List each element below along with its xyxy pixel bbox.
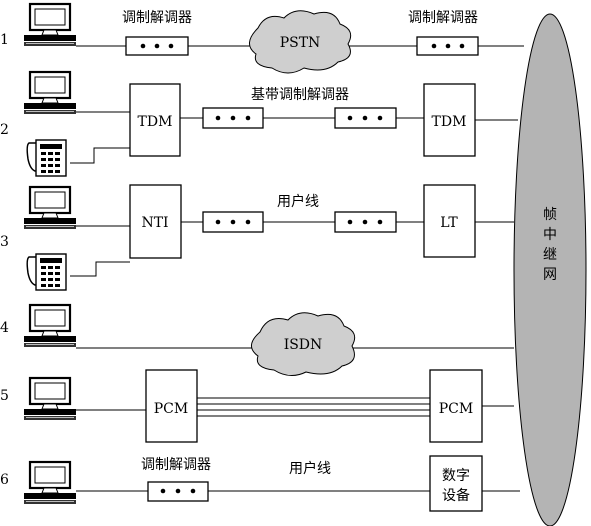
row-4: 4 ISDN [0, 303, 514, 376]
box-label: PCM [439, 401, 473, 417]
computer-icon [22, 70, 78, 116]
row-3: 3 NTI 用户线 LT [0, 184, 514, 291]
network-char-2: 中 [543, 227, 557, 243]
row-number: 2 [0, 122, 9, 138]
modem-label: 调制解调器 [408, 10, 478, 26]
box-label: TDM [138, 114, 173, 130]
computer-icon [22, 185, 78, 231]
row-6: 6 调制解调器 用户线 数字 设备 [0, 455, 520, 512]
pstn-cloud [249, 10, 352, 74]
link-label: 基带调制解调器 [251, 86, 349, 103]
network-char-3: 继 [543, 247, 557, 263]
network-char-4: 网 [543, 267, 557, 283]
box-label-line2: 设备 [442, 487, 470, 504]
tdm-box-left [129, 83, 181, 157]
computer-icon [22, 2, 78, 48]
box-label: PCM [154, 401, 188, 417]
telephone-icon [26, 253, 67, 291]
row-number: 1 [0, 32, 9, 48]
network-char-1: 帧 [543, 207, 557, 223]
link-label: 用户线 [289, 460, 331, 477]
row-5: 5 PCM PCM [0, 369, 514, 443]
cloud-label: PSTN [280, 35, 321, 51]
row-number: 4 [0, 320, 9, 336]
row-number: 5 [0, 388, 9, 404]
lt-box [423, 184, 476, 258]
box-label: NTI [141, 215, 168, 231]
box-label: LT [440, 215, 458, 231]
computer-icon [22, 460, 78, 506]
computer-icon [22, 303, 78, 349]
computer-icon [22, 376, 78, 422]
box-label: TDM [432, 114, 467, 130]
frame-relay-network [513, 13, 587, 526]
modem-label: 调制解调器 [122, 10, 192, 26]
telephone-icon [26, 139, 67, 177]
row-1: 1 调制解调器 PSTN 调制解调器 [0, 2, 524, 74]
link-label: 用户线 [277, 193, 319, 210]
modem-label: 调制解调器 [141, 457, 211, 473]
row-number: 6 [0, 472, 9, 488]
digital-equipment-box [429, 455, 483, 512]
pcm-box-right [429, 369, 483, 443]
nti-box [129, 184, 182, 259]
box-label-line1: 数字 [442, 468, 470, 484]
isdn-cloud [251, 312, 356, 376]
pcm-box-left [145, 369, 198, 443]
cloud-label: ISDN [284, 337, 323, 353]
row-2: 2 TDM 基带调制解调器 TDM [0, 70, 518, 177]
tdm-box-right [423, 83, 476, 157]
row-number: 3 [0, 234, 9, 250]
